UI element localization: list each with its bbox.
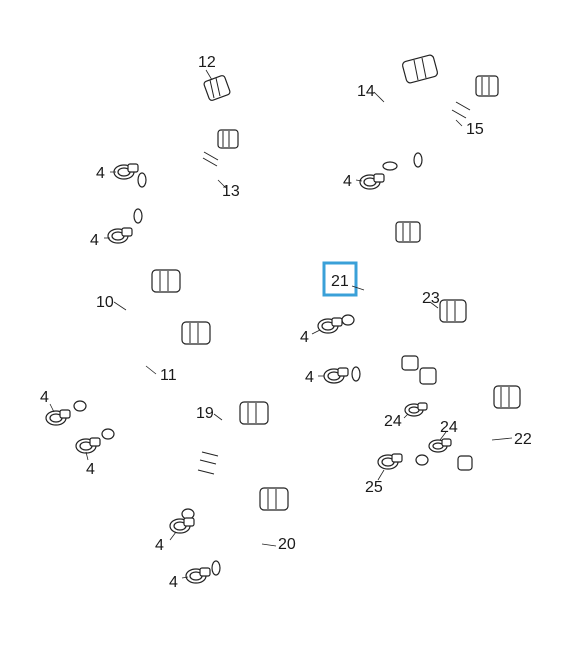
clamp-4-b[interactable] — [107, 227, 133, 244]
callout-24-b: 24 — [440, 419, 458, 436]
callout-19: 19 — [196, 405, 214, 422]
callout-21: 21 — [331, 273, 349, 290]
hose-15[interactable] — [413, 75, 499, 180]
callout-14: 14 — [357, 83, 375, 100]
callout-13: 13 — [222, 183, 240, 200]
highlight-box-21 — [322, 261, 358, 297]
callout-4-a: 4 — [96, 165, 105, 182]
callout-20: 20 — [278, 536, 296, 553]
callout-4-i: 4 — [305, 369, 314, 386]
hose-13[interactable] — [133, 129, 239, 224]
callout-23: 23 — [422, 290, 440, 307]
hose-19[interactable] — [181, 401, 269, 520]
hose-21[interactable] — [341, 221, 421, 326]
clamp-24-a[interactable] — [404, 402, 428, 417]
callout-22: 22 — [514, 431, 532, 448]
clamp-4-c[interactable] — [359, 173, 385, 190]
callout-4-d: 4 — [40, 389, 49, 406]
callout-4-h: 4 — [300, 329, 309, 346]
hose-10[interactable] — [73, 269, 181, 412]
hose-12[interactable] — [135, 75, 231, 191]
callout-24-a: 24 — [384, 413, 402, 430]
callout-4-f: 4 — [155, 537, 164, 554]
clamp-25[interactable] — [377, 453, 403, 470]
hose-14[interactable] — [376, 54, 439, 171]
callout-25: 25 — [365, 479, 383, 496]
hose-22[interactable] — [415, 385, 521, 486]
callout-4-b: 4 — [90, 232, 99, 249]
clamp-24-b[interactable] — [428, 438, 452, 453]
hose-11[interactable] — [101, 321, 211, 440]
callout-10: 10 — [96, 294, 114, 311]
callout-4-e: 4 — [86, 461, 95, 478]
callout-4-g: 4 — [169, 574, 178, 591]
clamp-4-f[interactable] — [169, 517, 195, 534]
callout-12: 12 — [198, 54, 216, 71]
callout-4-c: 4 — [343, 173, 352, 190]
clamp-4-a[interactable] — [113, 163, 139, 180]
clamp-4-d[interactable] — [45, 409, 71, 426]
hose-23[interactable] — [351, 299, 467, 387]
callout-15: 15 — [466, 121, 484, 138]
clamp-4-g[interactable] — [185, 567, 211, 584]
hose-20[interactable] — [211, 487, 289, 576]
callout-11: 11 — [160, 367, 177, 384]
clamp-4-h[interactable] — [317, 317, 343, 334]
clamp-4-i[interactable] — [323, 367, 349, 384]
clamp-4-e[interactable] — [75, 437, 101, 454]
